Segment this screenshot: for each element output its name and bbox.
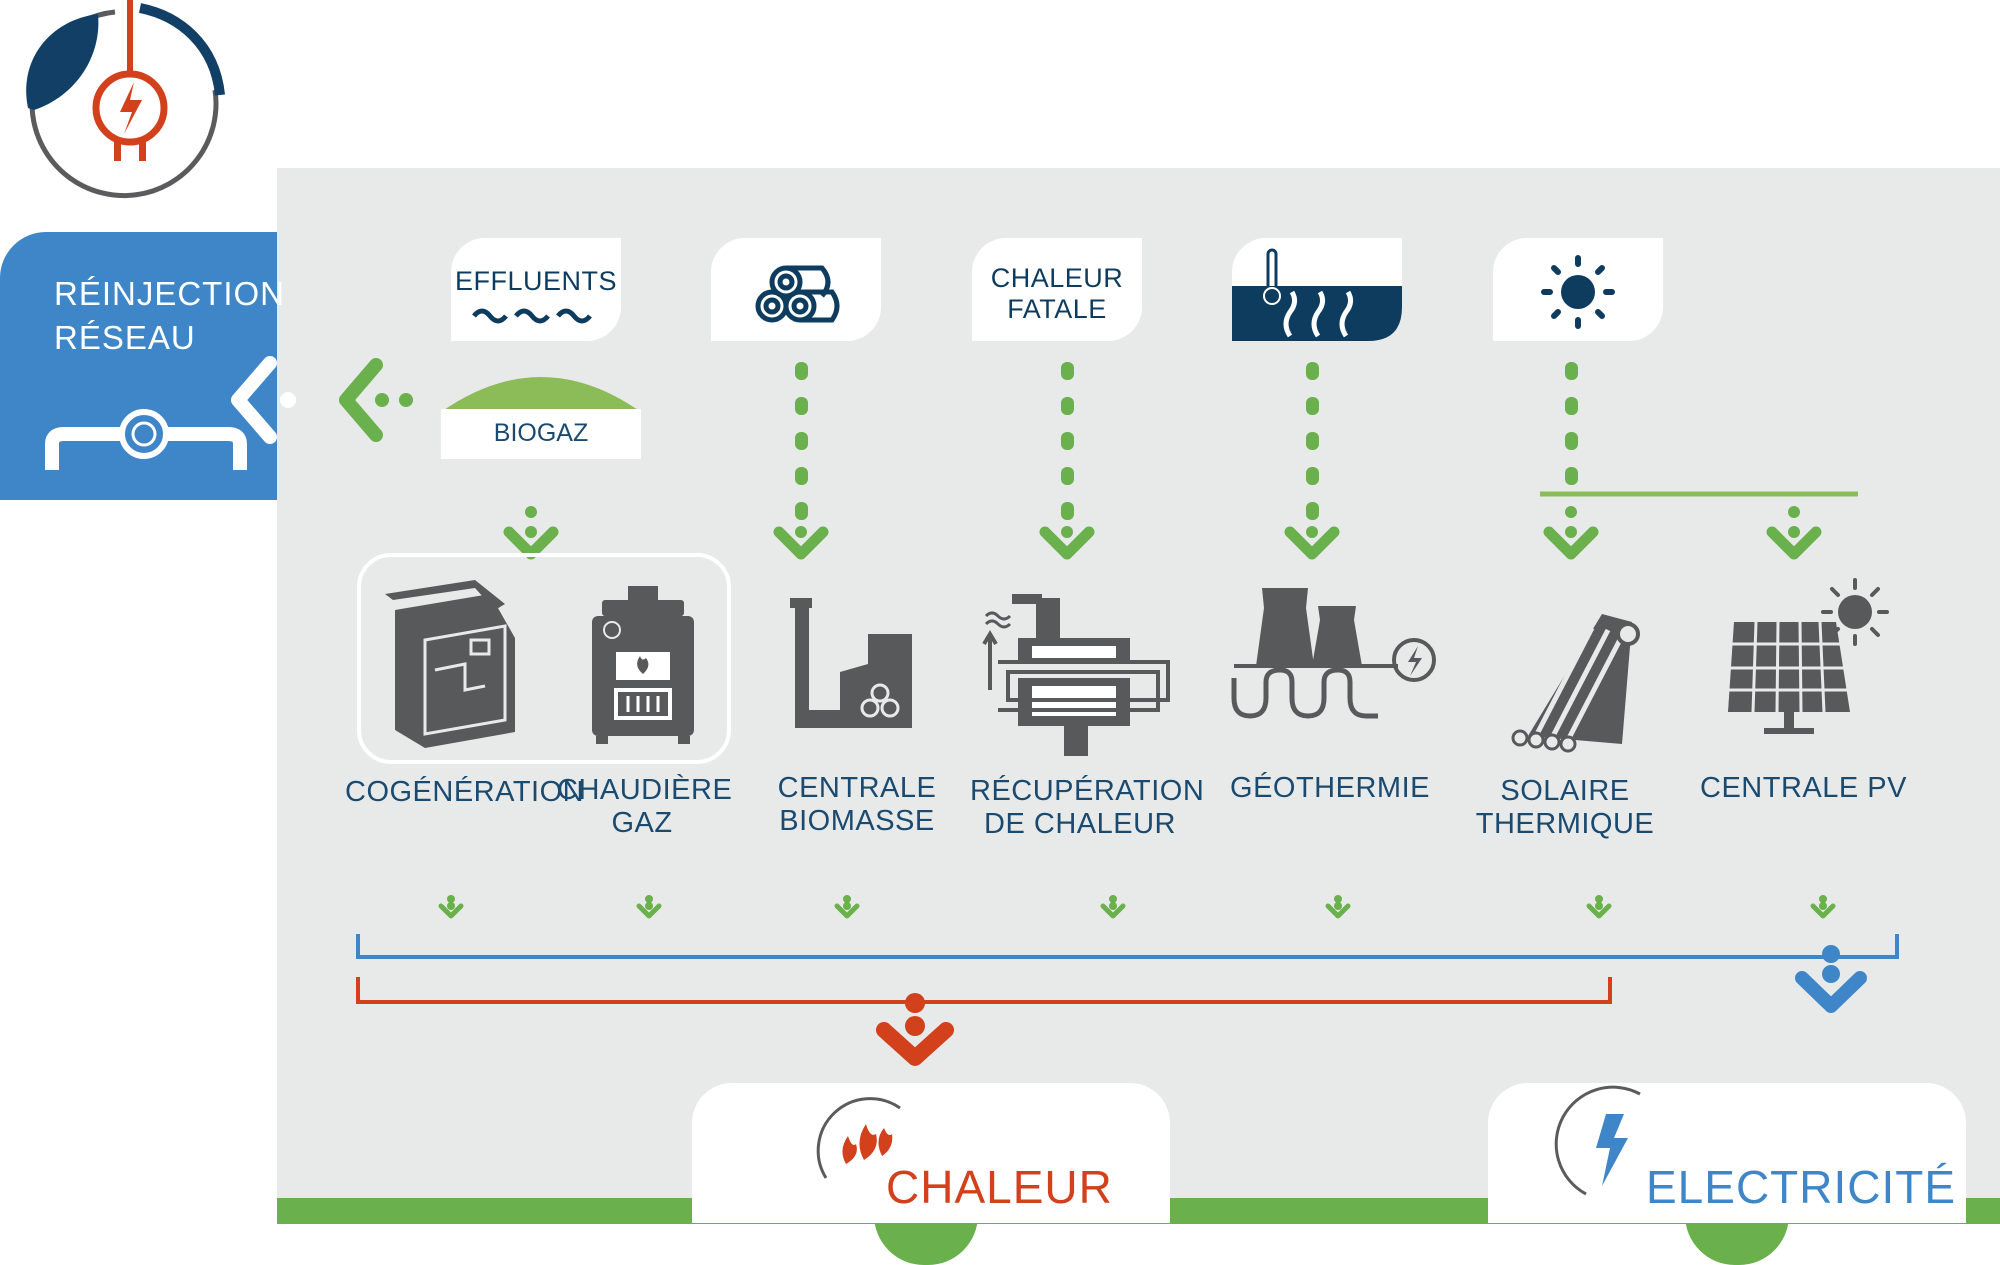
arrow-left-white-icon bbox=[231, 356, 296, 444]
electricity-arrow bbox=[1795, 945, 1867, 1013]
chaleur-output-label: CHALEUR bbox=[886, 1161, 1113, 1213]
ground-heat-icon bbox=[1232, 248, 1402, 341]
solaire-thermique-icon bbox=[1511, 614, 1640, 753]
chaleur-card bbox=[692, 1083, 1170, 1223]
lightning-icon bbox=[1554, 1085, 1641, 1196]
biogaz-label: BIOGAZ bbox=[493, 419, 589, 447]
arrow-left-green-icon bbox=[339, 358, 413, 442]
centrale-biomasse-icon bbox=[790, 598, 912, 728]
cogeneration-icon bbox=[385, 580, 515, 748]
chaleur-fatale-tag bbox=[972, 238, 1142, 341]
reinjection-label: RÉINJECTION RÉSEAU bbox=[54, 275, 286, 356]
gas-group-box bbox=[357, 553, 731, 764]
biogaz-box bbox=[441, 409, 641, 459]
electricity-bracket bbox=[356, 934, 1899, 959]
pv-label: CENTRALE PV bbox=[1700, 772, 1907, 804]
chaudiere-icon bbox=[592, 586, 694, 744]
logo-icon bbox=[26, 0, 225, 199]
sun-dots bbox=[1565, 362, 1578, 485]
effluents-label: EFFLUENTS bbox=[454, 266, 618, 296]
sun-icon bbox=[1541, 255, 1615, 329]
geo-dots bbox=[1306, 362, 1319, 520]
source-flow-arrows bbox=[503, 362, 1858, 560]
centrale-pv-icon bbox=[1728, 578, 1889, 734]
flame-icon bbox=[816, 1097, 901, 1179]
recuperation-chaleur-icon bbox=[982, 594, 1170, 756]
chaleur-fatale-label: CHALEUR FATALE bbox=[990, 263, 1124, 324]
heat-arrow bbox=[876, 993, 954, 1066]
geothermie-icon bbox=[1231, 588, 1436, 719]
logs-icon bbox=[755, 265, 840, 323]
diagram-panel bbox=[277, 168, 2000, 1224]
effluents-tag bbox=[451, 238, 621, 341]
cogeneration-label: COGÉNÉRATION bbox=[345, 776, 585, 808]
pipe-gauge-icon bbox=[45, 409, 247, 470]
waves-icon bbox=[472, 308, 592, 324]
electricite-card bbox=[1488, 1083, 1966, 1223]
biogaz-dome-icon bbox=[441, 377, 641, 412]
output-flow-lines bbox=[356, 895, 1899, 1066]
biomasse-dots bbox=[795, 362, 808, 520]
geothermie-label: GÉOTHERMIE bbox=[1230, 772, 1430, 804]
heat-bracket bbox=[356, 977, 1612, 1004]
electricite-output-label: ELECTRICITÉ bbox=[1646, 1161, 1957, 1213]
